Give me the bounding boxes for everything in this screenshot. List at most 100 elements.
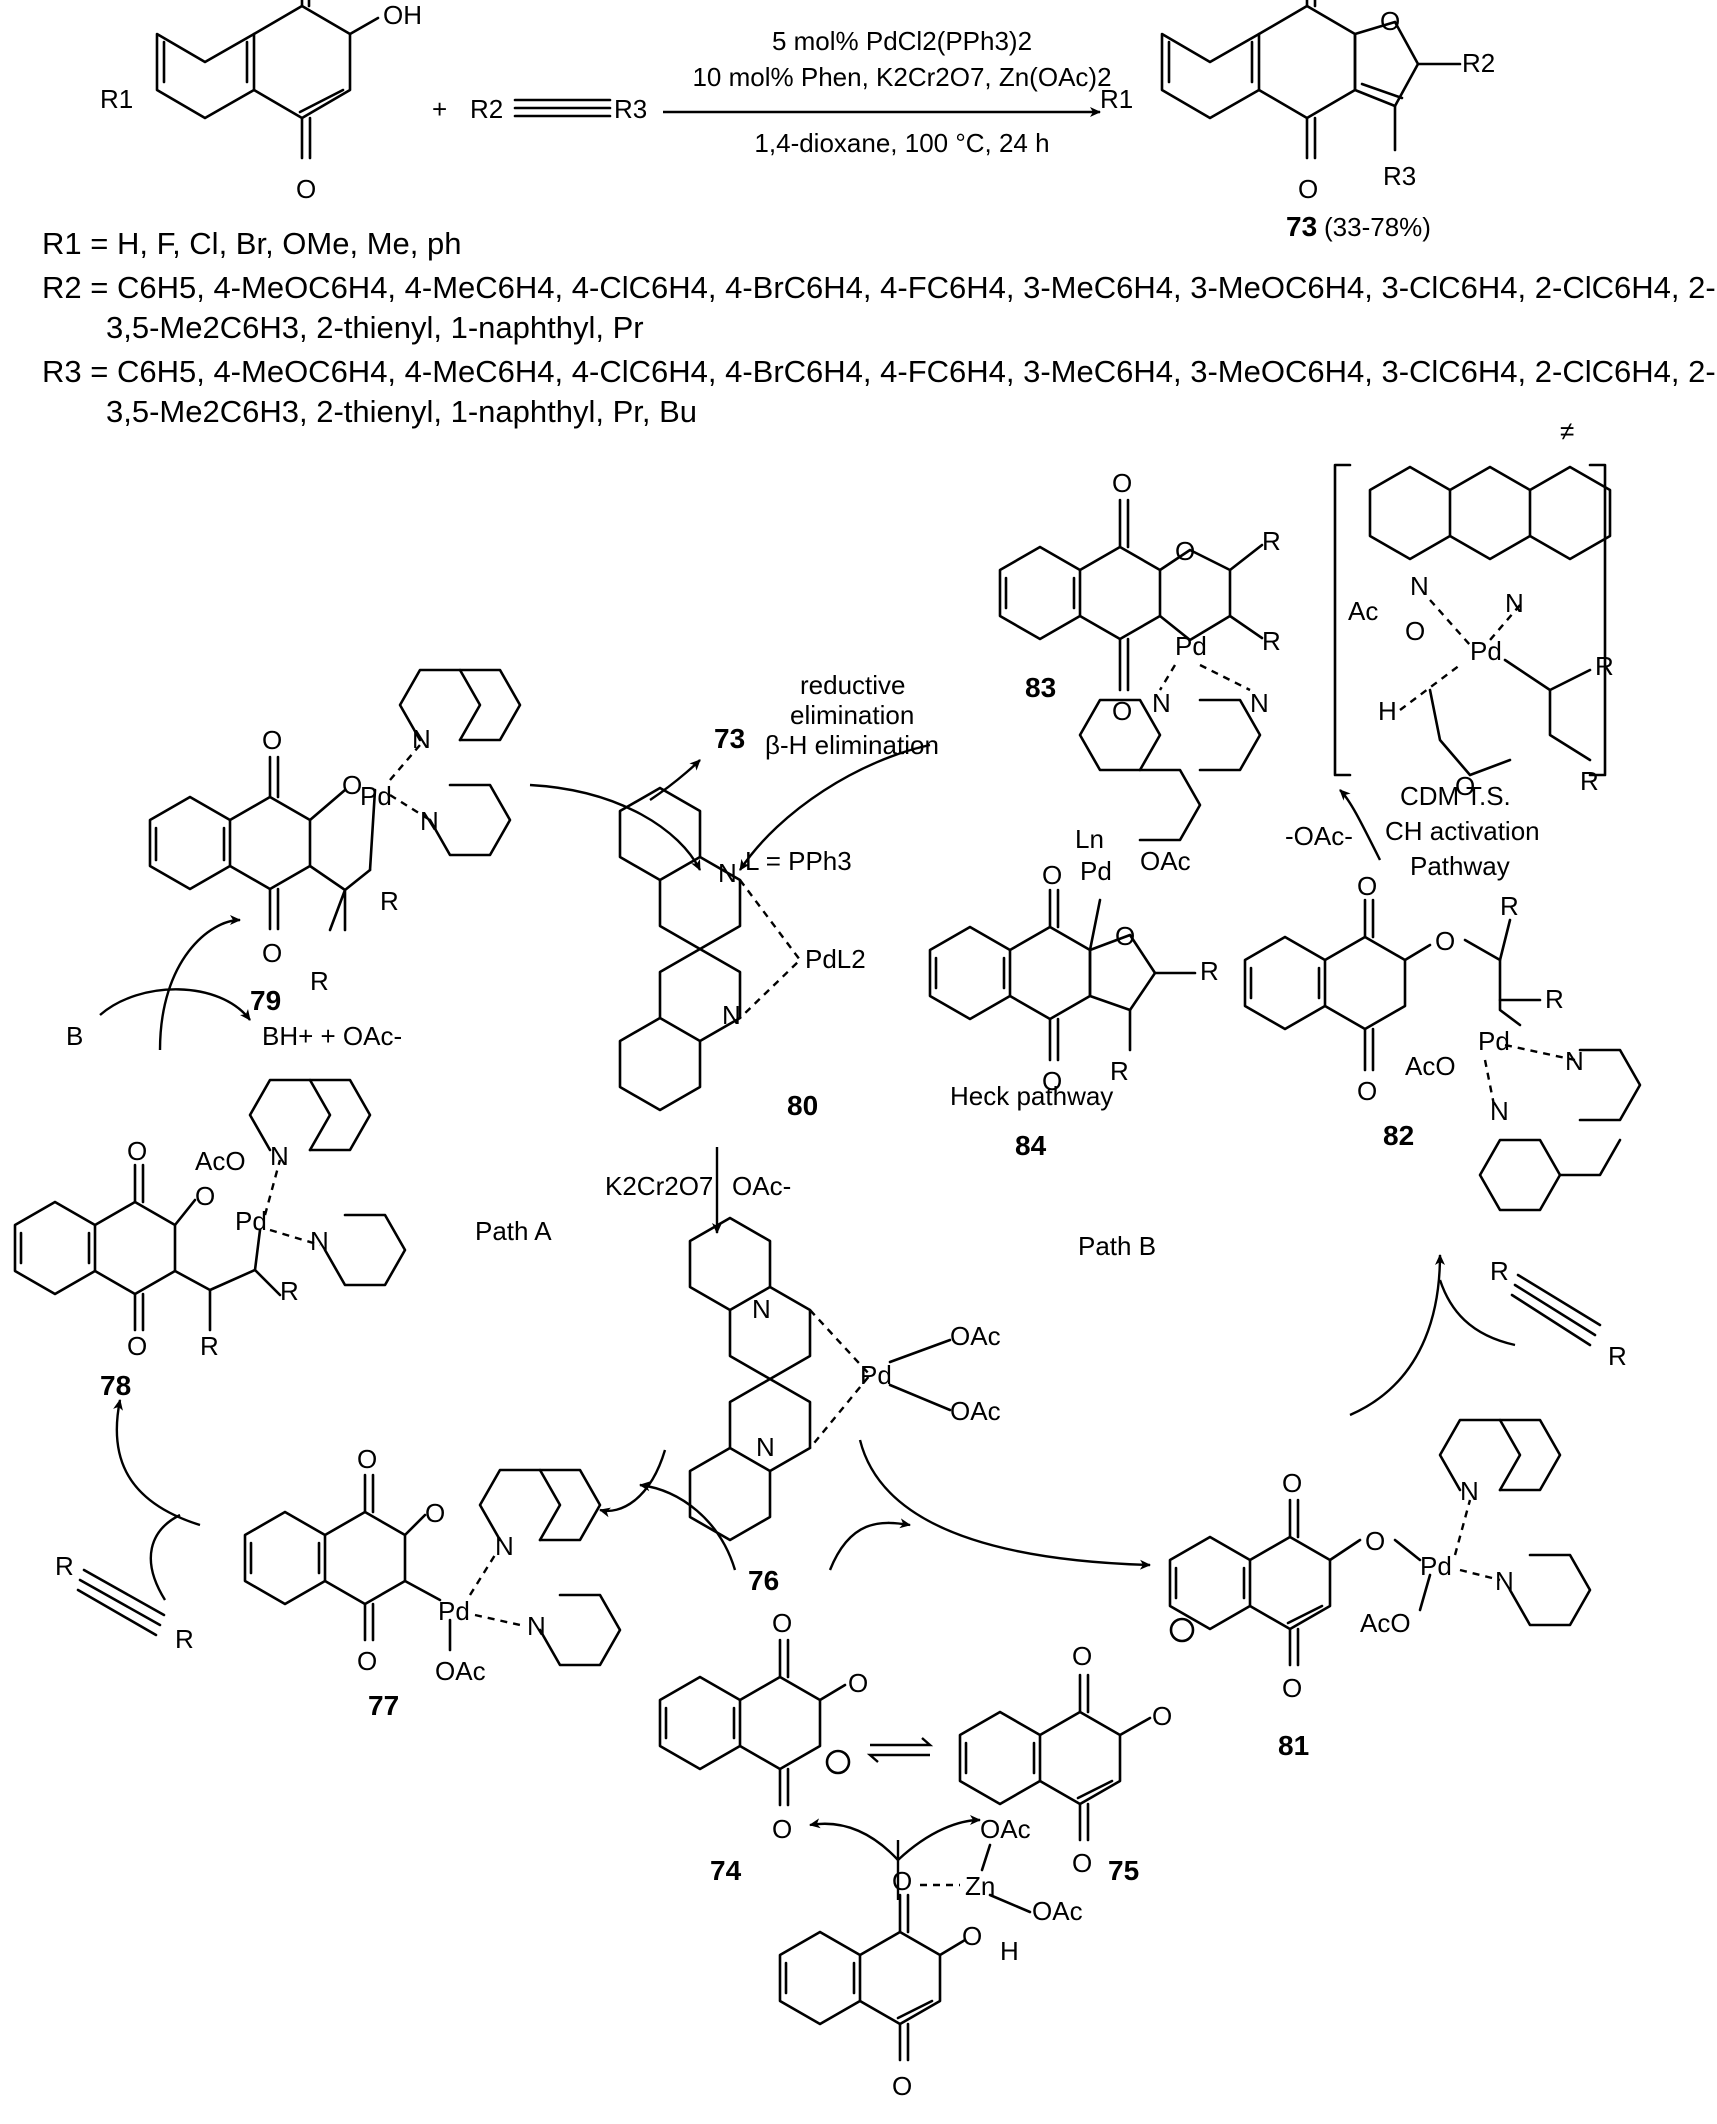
r2-definition-line2: 3,5-Me2C6H3, 2-thienyl, 1-naphthyl, Pr — [106, 310, 644, 345]
acetate-label: OAc- — [732, 1171, 791, 1201]
r-group: R — [1580, 766, 1599, 796]
cycle-arrows — [99, 743, 1516, 1900]
r2-definition-line1: R2 = C6H5, 4-MeOC6H4, 4-MeC6H4, 4-ClC6H4… — [42, 270, 1717, 305]
atom-o: O — [1042, 860, 1062, 890]
palladium: Pd — [360, 781, 392, 811]
compound-75: O O O 75 — [958, 1617, 1195, 1886]
atom-o: O — [357, 1646, 377, 1676]
bh-plus-label: BH+ + OAc- — [262, 1021, 402, 1051]
atom-o: O — [1455, 771, 1475, 801]
palladium: Pd — [438, 1596, 470, 1626]
r-group: R — [310, 966, 329, 996]
negative-charge-icon — [1169, 1617, 1195, 1643]
beta-h-label: β-H elimination — [765, 730, 939, 760]
ligand-definition: L = PPh3 — [745, 846, 852, 876]
atom-n: N — [527, 1611, 546, 1641]
palladium: Pd — [1478, 1026, 1510, 1056]
negative-charge-icon — [825, 1749, 851, 1775]
r-group: R — [1500, 891, 1519, 921]
atom-o: O — [892, 1866, 912, 1896]
ch-activation-label: CH activation — [1385, 816, 1540, 846]
acetoxy: AcO — [195, 1146, 246, 1176]
atom-o: O — [1298, 174, 1318, 204]
r-group: R — [1262, 526, 1281, 556]
acetyl: Ac — [1348, 596, 1378, 626]
equilibrium-arrows — [866, 1737, 934, 1763]
palladium: Pd — [235, 1206, 267, 1236]
atom-o: O — [1357, 871, 1377, 901]
compound-number: 75 — [1108, 1855, 1139, 1886]
compound-number: 83 — [1025, 672, 1056, 703]
r-group: R — [380, 886, 399, 916]
r2-label: R2 — [470, 94, 503, 124]
atom-n: N — [1410, 571, 1429, 601]
alkyne-reagent-pathB: R R — [1490, 1256, 1627, 1371]
compound-number: 81 — [1278, 1730, 1309, 1761]
product-73: O O R2 R3 R1 73 (33-78%) — [1100, 0, 1495, 242]
atom-o: O — [357, 1444, 377, 1474]
oh-group: OH — [383, 0, 422, 30]
r-group: R — [1545, 984, 1564, 1014]
acetate: OAc — [950, 1396, 1001, 1426]
r1-label: R1 — [100, 84, 133, 114]
palladium: Pd — [1080, 856, 1112, 886]
compound-79: O O O Pd R R N N 79 — [148, 668, 522, 1016]
plus-sign: + — [432, 94, 447, 124]
atom-n: N — [1495, 1566, 1514, 1596]
atom-n: N — [1250, 688, 1269, 718]
r-group: R — [280, 1276, 299, 1306]
palladium: Pd — [1470, 636, 1502, 666]
reaction-arrow-group: 5 mol% PdCl2(PPh3)2 10 mol% Phen, K2Cr2O… — [663, 26, 1112, 158]
r2-label: R2 — [1462, 48, 1495, 78]
atom-o: O — [342, 770, 362, 800]
atom-o: O — [772, 1814, 792, 1844]
acetoxy: AcO — [1360, 1608, 1411, 1638]
atom-o: O — [195, 1181, 215, 1211]
compound-78: O O O R R AcO Pd N N 78 — [13, 1078, 407, 1401]
condition-catalyst: 5 mol% PdCl2(PPh3)2 — [772, 26, 1032, 56]
product-yield: (33-78%) — [1324, 212, 1431, 242]
oxidant-label: K2Cr2O7 — [605, 1171, 713, 1201]
r-group: R — [1490, 1256, 1509, 1286]
palladium: Pd — [1175, 631, 1207, 661]
atom-o: O — [1365, 1526, 1385, 1556]
atom-o: O — [127, 1331, 147, 1361]
zinc-complex: O O O H Zn OAc OAc — [778, 1814, 1083, 2101]
atom-o: O — [892, 2071, 912, 2101]
condition-reagents: 10 mol% Phen, K2Cr2O7, Zn(OAc)2 — [692, 62, 1111, 92]
atom-n: N — [722, 1000, 741, 1030]
alkyne-reagent-pathA: R R — [55, 1551, 194, 1654]
atom-n: N — [1460, 1476, 1479, 1506]
acetate: OAc — [1140, 846, 1191, 876]
cdm-ts-label: CDM T.S. — [1400, 781, 1511, 811]
r3-label: R3 — [614, 94, 647, 124]
atom-o: O — [1380, 6, 1400, 36]
base-label: B — [66, 1021, 83, 1051]
atom-o: O — [262, 938, 282, 968]
compound-number: 77 — [368, 1690, 399, 1721]
compound-83: O O O Pd R R N N 83 — [998, 468, 1281, 842]
r-group: R — [200, 1331, 219, 1361]
r1-label: R1 — [1100, 84, 1133, 114]
r-group: R — [1262, 626, 1281, 656]
reactant-alkyne: R2 R3 — [470, 94, 647, 124]
compound-number: 84 — [1015, 1130, 1047, 1161]
atom-n: N — [756, 1432, 775, 1462]
ligand-count: Ln — [1075, 824, 1104, 854]
compound-73-label: 73 — [714, 723, 745, 754]
condition-solvent: 1,4-dioxane, 100 °C, 24 h — [754, 128, 1049, 158]
path-b-label: Path B — [1078, 1231, 1156, 1261]
atom-o: O — [262, 725, 282, 755]
atom-o: O — [296, 174, 316, 204]
elimination-label: elimination — [790, 700, 914, 730]
r-group: R — [1110, 1056, 1129, 1086]
atom-n: N — [1490, 1096, 1509, 1126]
atom-o: O — [1112, 468, 1132, 498]
pd-ligand: PdL2 — [805, 944, 866, 974]
atom-n: N — [495, 1531, 514, 1561]
compound-number: 73 — [1286, 211, 1317, 242]
atom-n: N — [310, 1226, 329, 1256]
reductive-label: reductive — [800, 670, 906, 700]
atom-o: O — [127, 1136, 147, 1166]
atom-o: O — [1115, 921, 1135, 951]
